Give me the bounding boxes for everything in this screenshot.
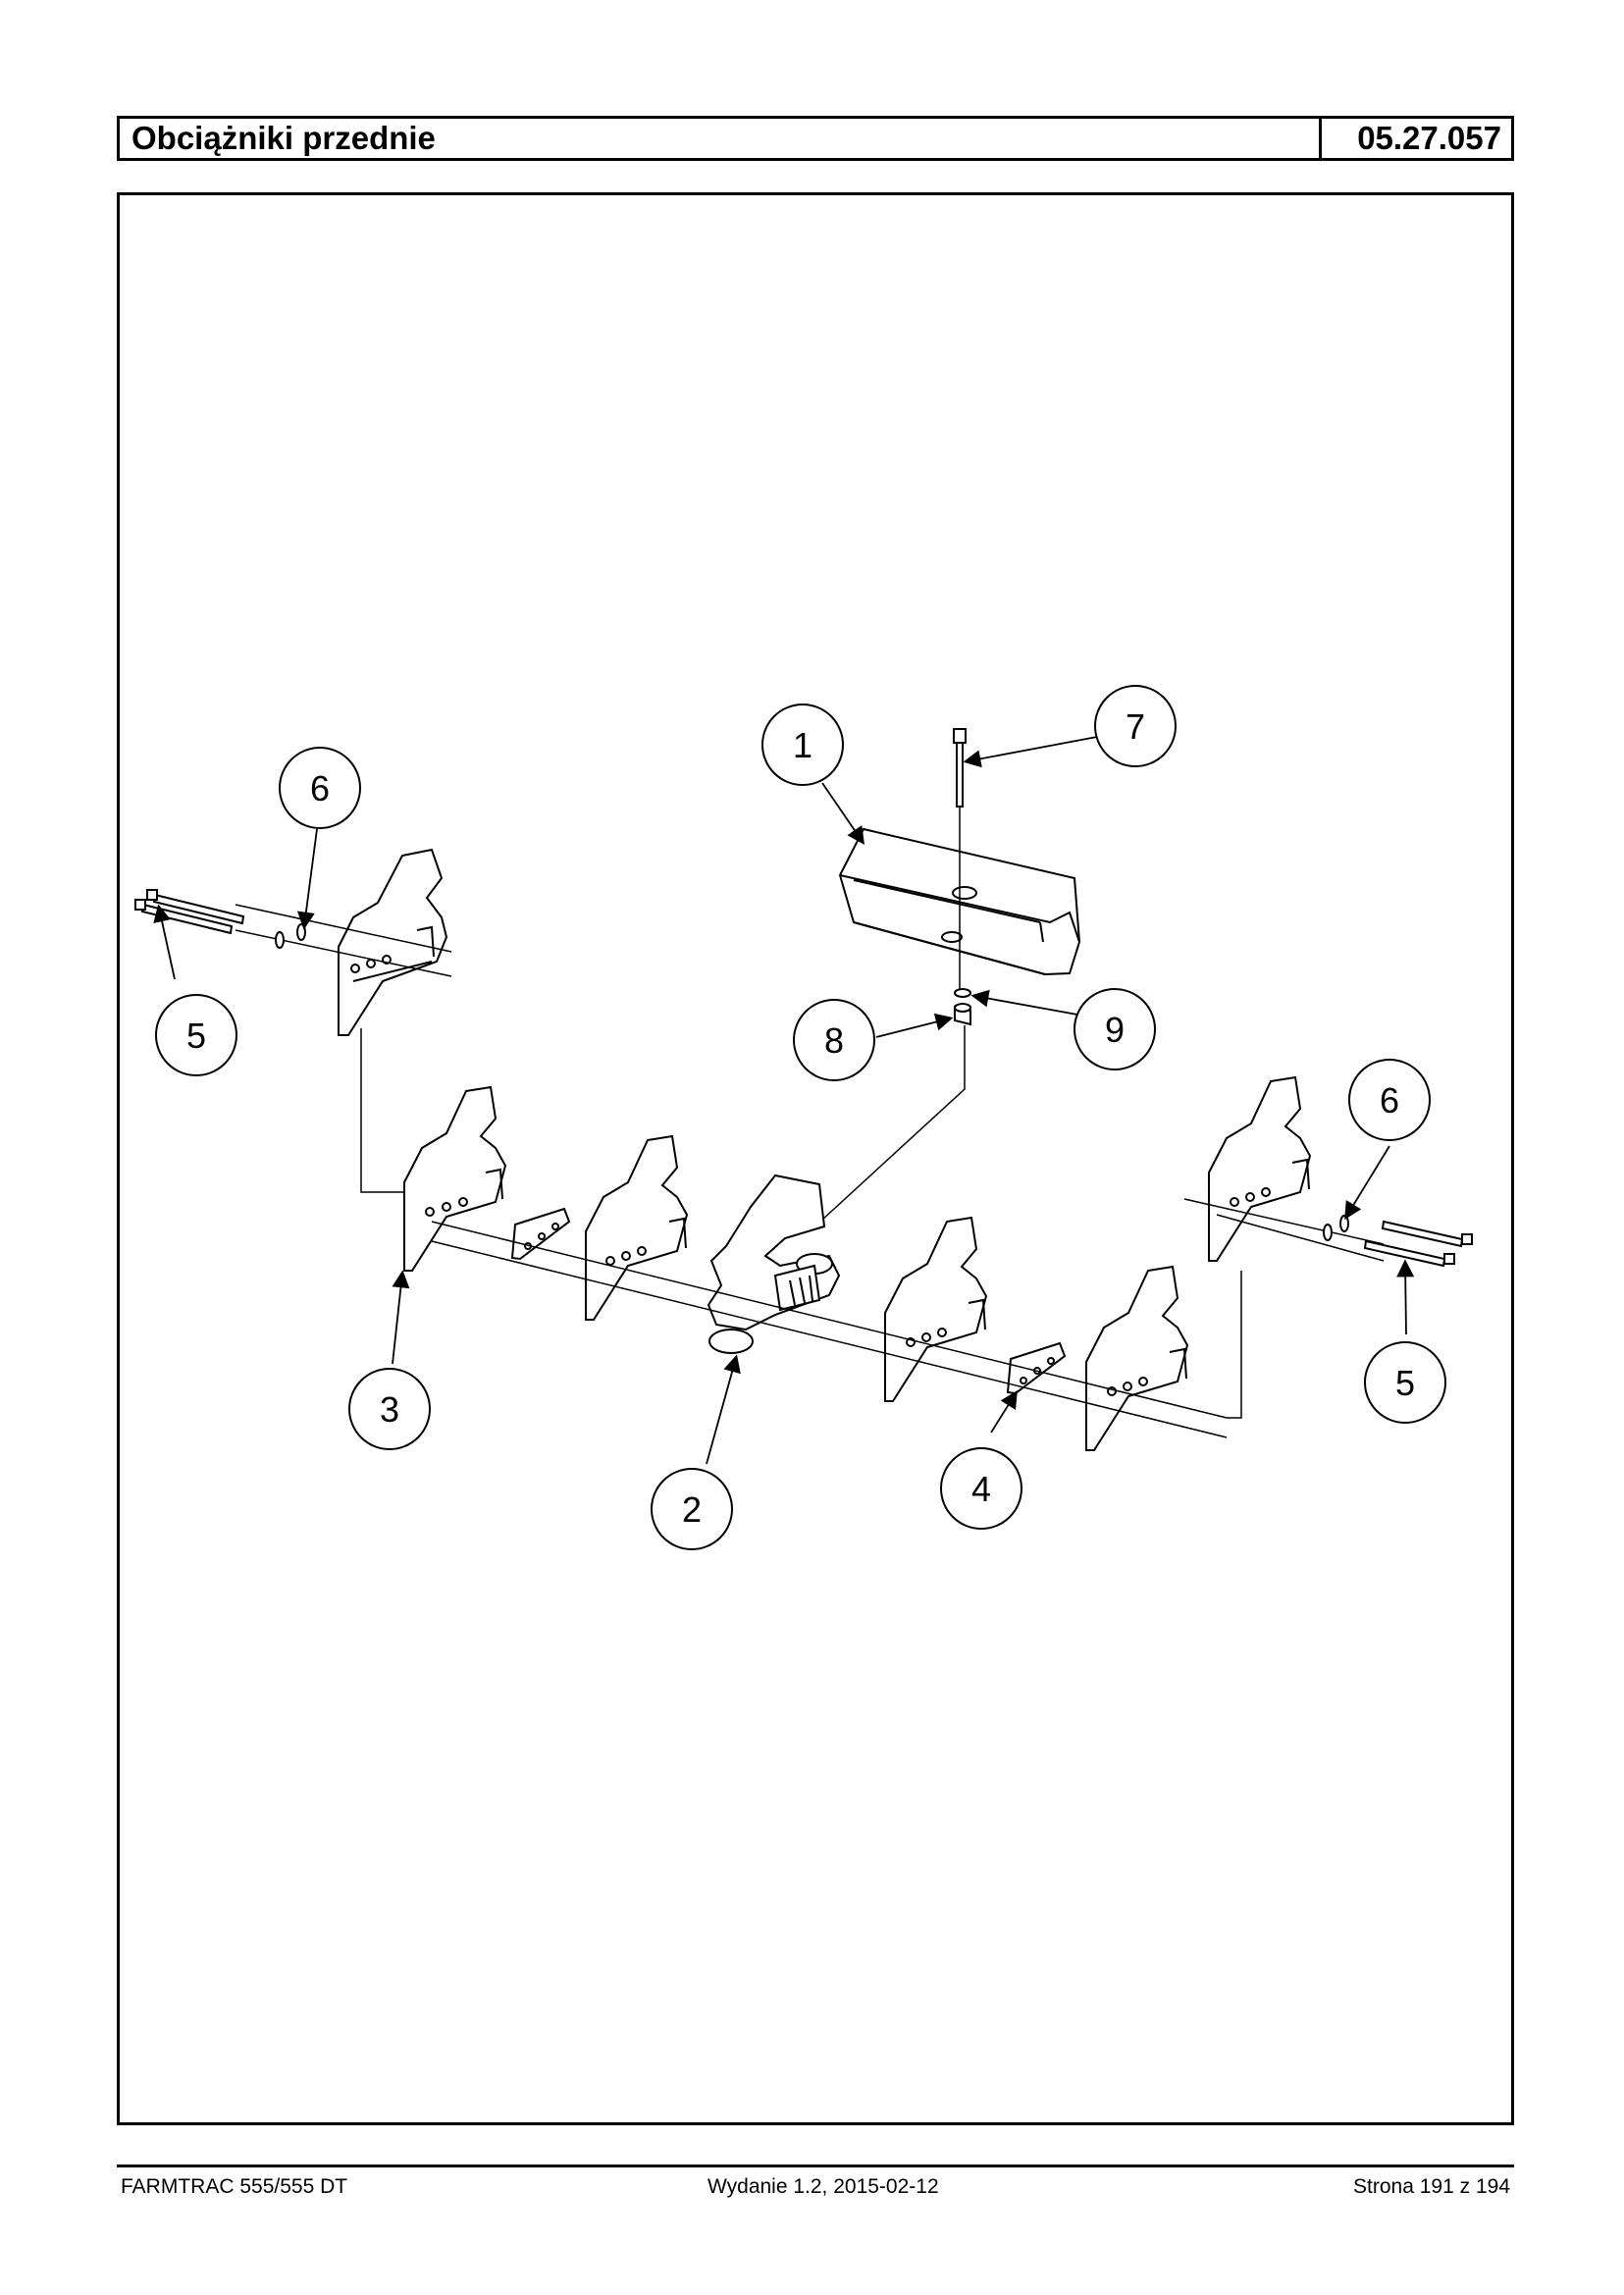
spacer-part-4 [1006, 1341, 1067, 1395]
callout-1: 1 [761, 704, 844, 786]
svg-text:8: 8 [824, 1020, 844, 1061]
callout-8: 8 [793, 999, 875, 1081]
spacer-left [510, 1207, 571, 1261]
svg-text:5: 5 [1395, 1363, 1415, 1403]
part-6-washers-right [1323, 1215, 1349, 1241]
document-code: 05.27.057 [1319, 119, 1511, 158]
footer-page-number: Strona 191 z 194 [1353, 2175, 1510, 2198]
svg-text:4: 4 [971, 1469, 991, 1509]
callout-4: 4 [940, 1447, 1022, 1530]
weight-plate-right-lower [1085, 1265, 1189, 1451]
weight-plate-left-middle [585, 1134, 689, 1321]
callout-3: 3 [348, 1368, 431, 1450]
weight-plate-top-left [338, 848, 448, 1036]
weight-plate-3 [403, 1085, 507, 1272]
svg-text:2: 2 [682, 1489, 702, 1530]
footer-edition: Wydanie 1.2, 2015-02-12 [707, 2175, 939, 2198]
callout-9: 9 [1074, 988, 1156, 1070]
assembly-lines [235, 904, 1385, 1438]
callout-6-right: 6 [1348, 1059, 1431, 1141]
part-5-bolts-left [134, 889, 245, 935]
callout-6-left: 6 [279, 747, 361, 829]
part-7-bolt [953, 728, 967, 808]
footer-divider [117, 2165, 1514, 2167]
weight-plate-right-top [1208, 1075, 1312, 1262]
callouts: 1 2 3 4 5 5 6 6 [155, 685, 1446, 1550]
diagram-frame [117, 192, 1514, 2125]
page-title: Obciążniki przednie [131, 120, 436, 156]
part-8-nut [954, 1003, 971, 1026]
callout-7: 7 [1094, 685, 1177, 767]
callout-2: 2 [651, 1468, 733, 1550]
svg-text:6: 6 [310, 768, 330, 808]
svg-text:1: 1 [793, 725, 812, 765]
svg-text:9: 9 [1105, 1010, 1125, 1050]
callout-5-right: 5 [1364, 1341, 1446, 1424]
part-2-center-bracket [707, 1174, 841, 1354]
footer-model: FARMTRAC 555/555 DT [121, 2175, 348, 2198]
svg-text:6: 6 [1380, 1080, 1399, 1121]
part-9-washer [954, 988, 971, 998]
svg-text:7: 7 [1126, 706, 1145, 747]
svg-text:5: 5 [186, 1016, 206, 1056]
page-header: Obciążniki przednie 05.27.057 [117, 116, 1514, 161]
callout-leaders [153, 736, 1415, 1465]
svg-text:3: 3 [380, 1389, 399, 1430]
part-5-bolts-right [1363, 1220, 1473, 1268]
weight-plate-right-middle [884, 1216, 988, 1402]
callout-5-left: 5 [155, 994, 237, 1076]
